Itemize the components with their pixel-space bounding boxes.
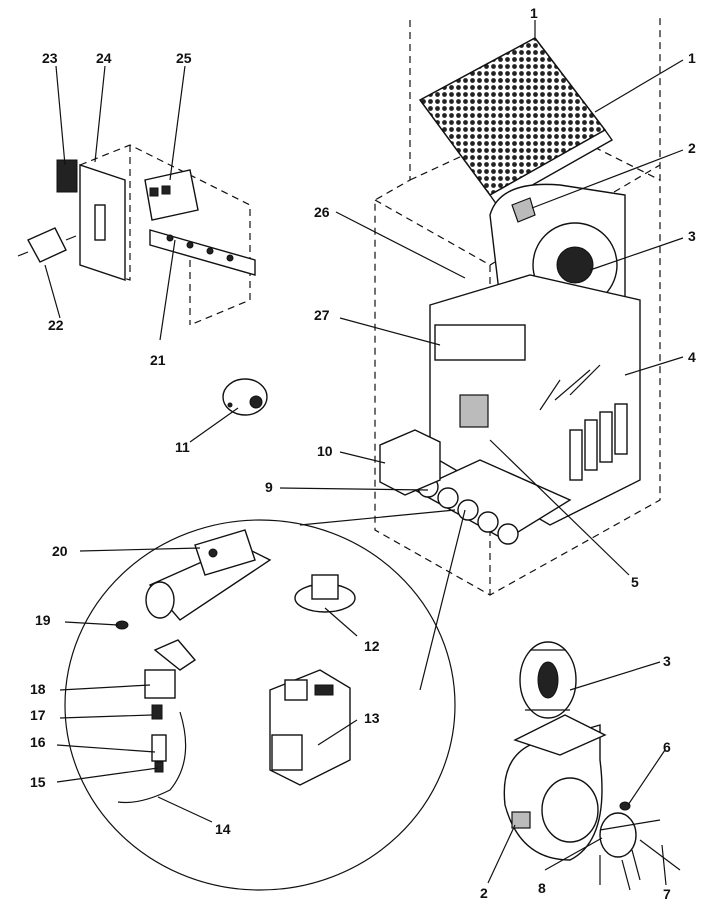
callout-6: 6 <box>663 739 671 755</box>
blower-housing-and-motor <box>503 714 681 891</box>
door-switch <box>17 227 77 263</box>
callout-9: 9 <box>265 479 273 495</box>
callout-27: 27 <box>314 307 330 323</box>
callout-labels: 1 1 2 3 4 5 6 7 8 9 10 11 12 13 14 15 16… <box>30 5 696 902</box>
callout-3: 3 <box>688 228 696 244</box>
callout-14: 14 <box>215 821 231 837</box>
callout-24: 24 <box>96 50 112 66</box>
callout-10: 10 <box>317 443 333 459</box>
control-box <box>56 144 256 326</box>
gas-valve <box>269 669 351 786</box>
callout-7: 7 <box>663 886 671 902</box>
callout-3-lower: 3 <box>663 653 671 669</box>
callout-1-top: 1 <box>530 5 538 21</box>
callout-25: 25 <box>176 50 192 66</box>
detail-magnifier <box>64 509 466 891</box>
callout-8: 8 <box>538 880 546 896</box>
callout-15: 15 <box>30 774 46 790</box>
callout-18: 18 <box>30 681 46 697</box>
callout-17: 17 <box>30 707 46 723</box>
callout-2-lower: 2 <box>480 885 488 901</box>
pilot-assembly <box>117 639 197 804</box>
burner-manifold <box>379 429 572 545</box>
leader-lines <box>44 20 684 886</box>
limit-switch <box>222 378 268 416</box>
callout-23: 23 <box>42 50 58 66</box>
air-filter <box>418 37 614 206</box>
callout-16: 16 <box>30 734 46 750</box>
callout-1: 1 <box>688 50 696 66</box>
callout-12: 12 <box>364 638 380 654</box>
callout-13: 13 <box>364 710 380 726</box>
callout-21: 21 <box>150 352 166 368</box>
burner-detail <box>115 529 272 630</box>
callout-19: 19 <box>35 612 51 628</box>
callout-11: 11 <box>175 439 190 455</box>
callout-2: 2 <box>688 140 696 156</box>
callout-20: 20 <box>52 543 68 559</box>
callout-22: 22 <box>48 317 64 333</box>
callout-5: 5 <box>631 574 639 590</box>
callout-4: 4 <box>688 349 696 365</box>
blower-wheel <box>519 641 577 719</box>
callout-26: 26 <box>314 204 330 220</box>
rollout-switch <box>294 574 356 613</box>
